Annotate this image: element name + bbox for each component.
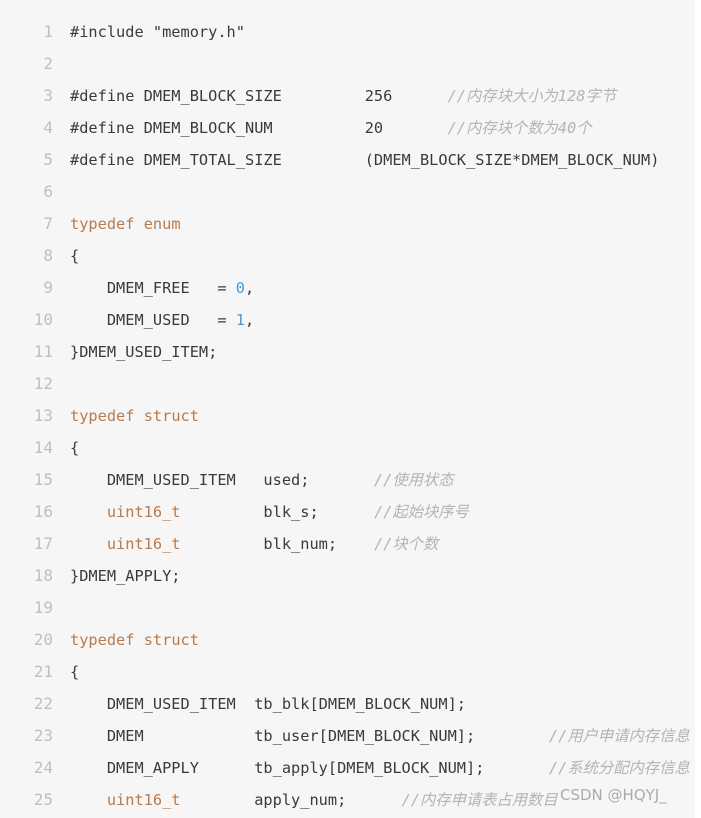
code-token: //起始块序号 xyxy=(373,503,469,521)
code-token: typedef xyxy=(70,407,135,425)
code-token: , xyxy=(245,311,255,329)
code-token: uint16_t xyxy=(106,535,181,553)
code-token xyxy=(70,535,107,553)
code-token: //系统分配内存信息 xyxy=(548,759,690,777)
code-token: uint16_t xyxy=(106,503,181,521)
code-token: enum xyxy=(143,215,181,233)
code-text: DMEM_USED_ITEM tb_blk[DMEM_BLOCK_NUM]; xyxy=(70,688,466,720)
code-text: }DMEM_USED_ITEM; xyxy=(70,336,217,368)
code-token: DMEM_USED_ITEM tb_blk[DMEM_BLOCK_NUM]; xyxy=(70,695,467,713)
code-token: typedef xyxy=(70,215,135,233)
code-token: //内存块大小为128字节 xyxy=(447,87,617,105)
line-number: 18 xyxy=(33,566,53,585)
code-token: //使用状态 xyxy=(373,471,454,489)
code-token: DMEM tb_user[DMEM_BLOCK_NUM]; xyxy=(70,727,549,745)
code-token: typedef xyxy=(70,631,135,649)
code-token: DMEM_APPLY tb_apply[DMEM_BLOCK_NUM]; xyxy=(70,759,549,777)
code-token xyxy=(134,631,143,649)
line-number: 19 xyxy=(33,598,53,617)
line-number: 17 xyxy=(33,534,53,553)
code-token: #define DMEM_TOTAL_SIZE (DMEM_BLOCK_SIZE… xyxy=(70,151,660,169)
code-token: struct xyxy=(143,407,199,425)
code-token xyxy=(70,791,107,809)
code-token xyxy=(134,215,143,233)
code-text: DMEM tb_user[DMEM_BLOCK_NUM]; //用户申请内存信息 xyxy=(70,720,690,752)
code-token: { xyxy=(70,663,80,681)
code-token: , xyxy=(245,279,255,297)
code-text: { xyxy=(70,432,79,464)
code-token: 1 xyxy=(235,311,245,329)
code-text: DMEM_APPLY tb_apply[DMEM_BLOCK_NUM]; //系… xyxy=(70,752,690,784)
line-number: 12 xyxy=(33,374,53,393)
code-token: #define DMEM_BLOCK_SIZE 256 xyxy=(70,87,448,105)
code-text: uint16_t apply_num; //内存申请表占用数目 xyxy=(70,784,558,816)
code-token: blk_s; xyxy=(180,503,374,521)
code-token: DMEM_FREE = xyxy=(70,279,236,297)
code-text: #include "memory.h" xyxy=(70,16,245,48)
watermark: CSDN @HQYJ_ xyxy=(560,786,667,804)
code-text: typedef enum xyxy=(70,208,181,240)
code-token: }DMEM_USED_ITEM; xyxy=(70,343,218,361)
code-token: apply_num; xyxy=(180,791,402,809)
line-number: 20 xyxy=(33,630,53,649)
line-number: 5 xyxy=(43,150,53,169)
code-token: //内存块个数为40个 xyxy=(447,119,592,137)
code-token xyxy=(134,407,143,425)
line-number: 15 xyxy=(33,470,53,489)
line-number: 13 xyxy=(33,406,53,425)
code-text: uint16_t blk_num; //块个数 xyxy=(70,528,438,560)
line-number: 14 xyxy=(33,438,53,457)
code-token: { xyxy=(70,439,80,457)
code-text: DMEM_USED = 1, xyxy=(70,304,254,336)
code-token: uint16_t xyxy=(106,791,181,809)
code-token: }DMEM_APPLY; xyxy=(70,567,181,585)
code-text: typedef struct xyxy=(70,624,199,656)
code-text: DMEM_USED_ITEM used; //使用状态 xyxy=(70,464,454,496)
code-text: { xyxy=(70,656,79,688)
code-text: DMEM_FREE = 0, xyxy=(70,272,254,304)
line-number: 11 xyxy=(33,342,53,361)
line-number: 22 xyxy=(33,694,53,713)
code-token: struct xyxy=(143,631,199,649)
line-number: 25 xyxy=(33,790,53,809)
code-token: 0 xyxy=(235,279,245,297)
code-text: typedef struct xyxy=(70,400,199,432)
line-number: 10 xyxy=(33,310,53,329)
code-token: DMEM_USED = xyxy=(70,311,236,329)
line-number: 6 xyxy=(43,182,53,201)
line-number: 3 xyxy=(43,86,53,105)
line-number: 24 xyxy=(33,758,53,777)
line-number: 21 xyxy=(33,662,53,681)
code-token: #define DMEM_BLOCK_NUM 20 xyxy=(70,119,448,137)
code-text: #define DMEM_BLOCK_NUM 20 //内存块个数为40个 xyxy=(70,112,592,144)
line-number: 1 xyxy=(43,22,53,41)
code-token: #include "memory.h" xyxy=(70,23,245,41)
code-token: //用户申请内存信息 xyxy=(548,727,690,745)
code-token: DMEM_USED_ITEM used; xyxy=(70,471,374,489)
line-number: 9 xyxy=(43,278,53,297)
line-number: 4 xyxy=(43,118,53,137)
line-number: 7 xyxy=(43,214,53,233)
code-text: { xyxy=(70,240,79,272)
code-token: blk_num; xyxy=(180,535,374,553)
line-number: 16 xyxy=(33,502,53,521)
line-number: 23 xyxy=(33,726,53,745)
code-text: #define DMEM_TOTAL_SIZE (DMEM_BLOCK_SIZE… xyxy=(70,144,659,176)
page-edge xyxy=(695,0,701,818)
code-token xyxy=(70,503,107,521)
line-number: 8 xyxy=(43,246,53,265)
code-token: //块个数 xyxy=(373,535,439,553)
code-text: uint16_t blk_s; //起始块序号 xyxy=(70,496,469,528)
code-text: #define DMEM_BLOCK_SIZE 256 //内存块大小为128字… xyxy=(70,80,616,112)
code-token: { xyxy=(70,247,80,265)
code-token: //内存申请表占用数目 xyxy=(401,791,558,809)
code-text: }DMEM_APPLY; xyxy=(70,560,181,592)
line-number: 2 xyxy=(43,54,53,73)
